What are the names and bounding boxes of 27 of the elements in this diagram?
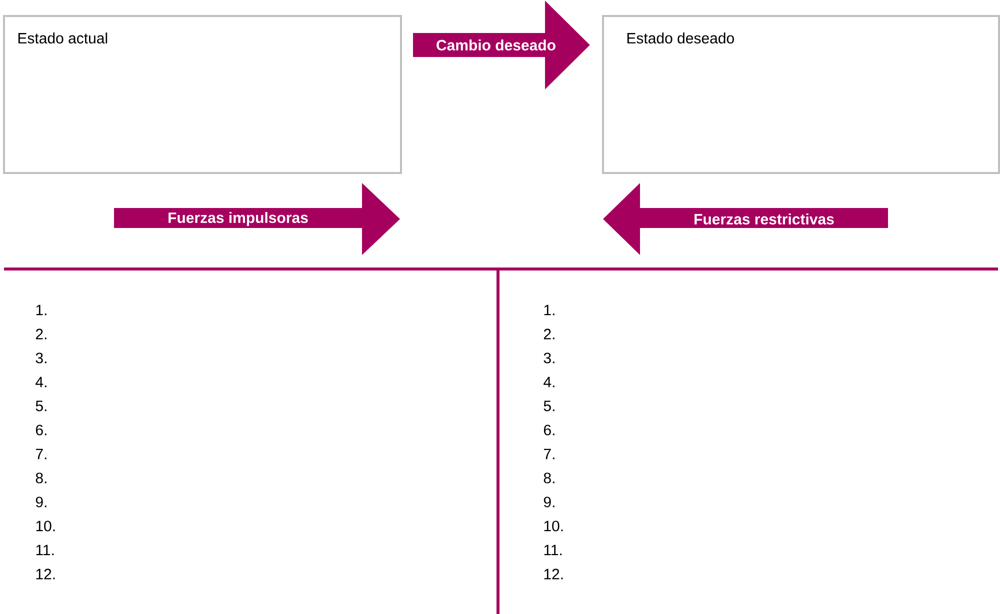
list-number: 9. — [544, 496, 554, 508]
list-number: 5. — [544, 400, 554, 412]
list-number: 2. — [36, 328, 46, 340]
list-number: 6. — [36, 424, 46, 436]
list-number: 3. — [544, 352, 554, 364]
list-number: 7. — [36, 448, 46, 460]
list-number: 2. — [544, 328, 554, 340]
list-number: 10. — [544, 520, 563, 532]
list-number: 1. — [36, 304, 46, 316]
edge-label: Cambio deseado — [435, 38, 558, 52]
state-box: Estado actual — [3, 15, 402, 174]
list-number: 3. — [36, 352, 46, 364]
list-number: 4. — [36, 376, 46, 388]
list-number: 1. — [544, 304, 554, 316]
list-number: 12. — [36, 568, 55, 580]
state-box: Estado deseado — [602, 15, 1000, 174]
list-number: 11. — [36, 544, 54, 556]
list-number: 12. — [544, 568, 563, 580]
list-number: 4. — [544, 376, 554, 388]
list-number: 8. — [544, 472, 554, 484]
list-number: 11. — [544, 544, 562, 556]
list-number: 6. — [544, 424, 554, 436]
list-number: 9. — [36, 496, 46, 508]
list-number: 10. — [36, 520, 55, 532]
list-number: 7. — [544, 448, 554, 460]
list-number: 5. — [36, 400, 46, 412]
list-number: 8. — [36, 472, 46, 484]
